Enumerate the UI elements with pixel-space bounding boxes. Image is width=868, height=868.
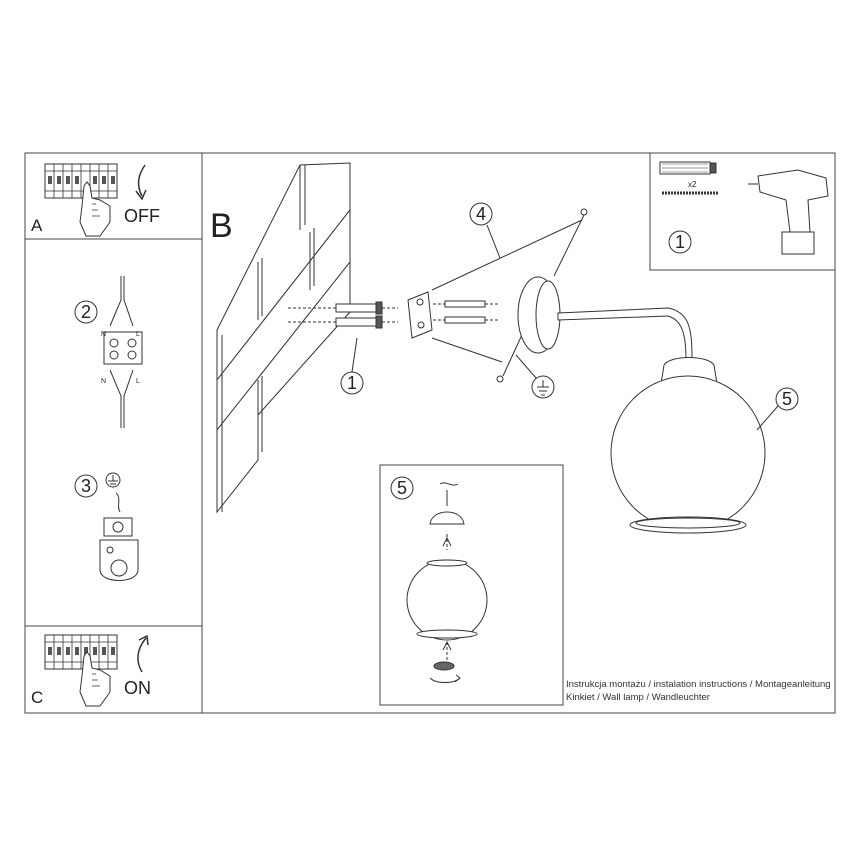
step-3-marker: 3 [74, 474, 98, 498]
drill-kit-box [649, 152, 836, 271]
step-4-marker: 4 [431, 202, 583, 363]
panel-a-letter: A [31, 216, 43, 235]
mounting-bracket-illustration [407, 291, 500, 339]
drill-kit-illustration [659, 161, 829, 255]
panel-c-letter: C [31, 688, 43, 707]
step-2-marker: 2 [74, 300, 98, 324]
step-1-anchors-number: 1 [347, 373, 357, 393]
step-4-number: 4 [476, 204, 486, 224]
shade-detail-step-marker: 5 [390, 476, 414, 500]
panel-c-box [24, 625, 203, 714]
ground-symbol [515, 354, 555, 399]
live-label-bottom: L [136, 378, 140, 385]
shade-detail-box [379, 464, 564, 706]
shade-assembly-illustration [406, 482, 488, 683]
breaker-panel-off-illustration [44, 163, 147, 237]
step-1-anchors-marker: 1 [340, 337, 364, 395]
drill-kit-step-number: 1 [675, 232, 685, 252]
terminal-block-illustration [103, 276, 143, 428]
off-label: OFF [124, 206, 160, 226]
panel-a-box [24, 152, 203, 240]
step-5-marker: 5 [756, 387, 799, 431]
panel-b-letter: B [210, 207, 233, 245]
tiled-wall-illustration [216, 162, 351, 514]
step-5-number: 5 [782, 389, 792, 409]
ground-terminal-illustration [99, 472, 139, 581]
footer-line-2: Kinkiet / Wall lamp / Wandleuchter [566, 692, 710, 703]
live-label-top: L [136, 331, 140, 338]
footer-line-1: Instrukcja montażu / instalation instruc… [566, 679, 831, 690]
neutral-label-top: N [101, 331, 106, 338]
wall-lamp-illustration [517, 276, 766, 534]
kit-quantity: x2 [688, 180, 697, 189]
wall-plugs-illustration [288, 301, 398, 329]
outer-frame [24, 152, 836, 714]
step-2-number: 2 [81, 302, 91, 322]
drill-kit-step-marker: 1 [668, 230, 692, 254]
breaker-panel-on-illustration [44, 634, 149, 707]
shade-detail-step-number: 5 [397, 478, 407, 498]
on-label: ON [124, 678, 151, 698]
neutral-label-bottom: N [101, 378, 106, 385]
step-3-number: 3 [81, 476, 91, 496]
